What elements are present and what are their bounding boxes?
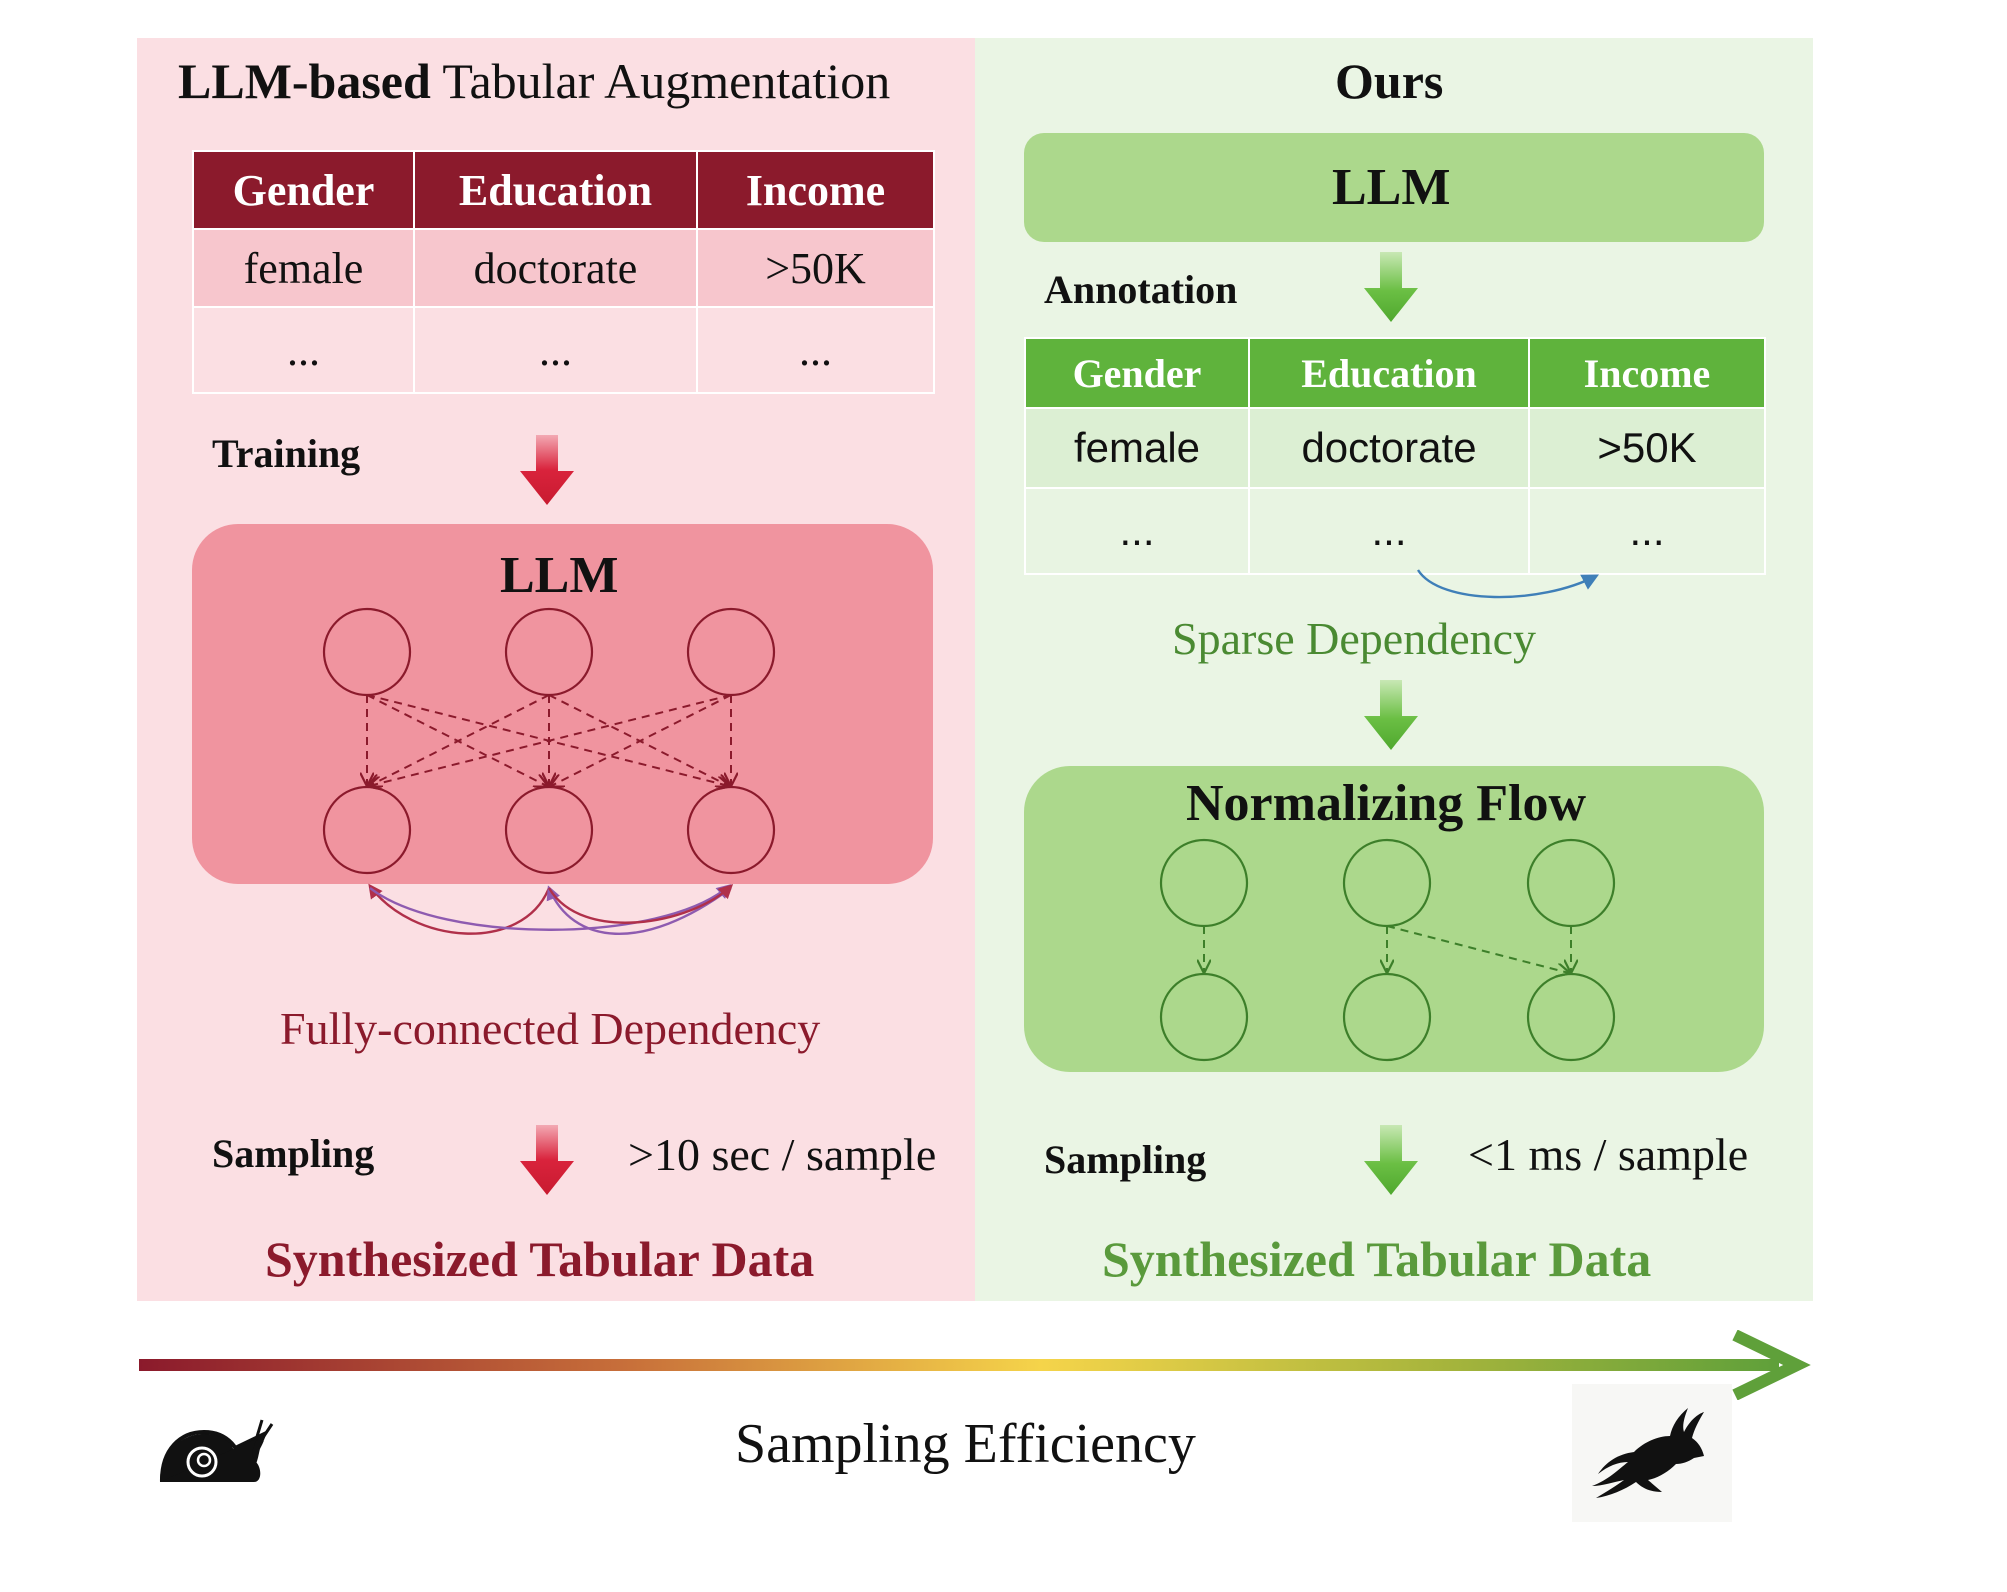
training-arrow-icon [520,435,574,505]
network-node [322,607,412,697]
left-panel-title: LLM-based Tabular Augmentation [178,52,890,110]
cell-income: >50K [696,228,935,308]
network-node [1526,838,1616,928]
network-node [322,785,412,875]
left-sampling-arrow-icon [520,1125,574,1195]
snail-icon [160,1419,274,1482]
annotation-arrow-icon [1364,252,1418,322]
cell-ellipsis: ... [696,306,935,394]
header-gender: Gender [1024,337,1250,409]
right-panel [975,38,1813,1301]
right-sampling-label: Sampling [1044,1137,1207,1182]
right-output-label: Synthesized Tabular Data [1102,1231,1652,1287]
left-llm-label: LLM [500,547,619,604]
left-title-bold: LLM-based [178,53,431,109]
right-speed-label: <1 ms / sample [1468,1129,1749,1180]
fully-connected-dependency-label: Fully-connected Dependency [280,1003,821,1054]
network-node [1342,972,1432,1062]
normalizing-flow-box [1024,766,1764,1072]
header-education: Education [1248,337,1530,409]
right-sampling-arrow-icon [1364,1125,1418,1195]
table-row: ... ... ... [1024,487,1766,575]
cell-ellipsis: ... [192,306,415,394]
network-node [504,607,594,697]
table-row: female doctorate >50K [192,228,935,308]
normalizing-flow-label: Normalizing Flow [1186,775,1587,832]
network-node [1526,972,1616,1062]
header-income: Income [1528,337,1766,409]
right-llm-box [1024,133,1764,242]
cell-ellipsis: ... [1024,487,1250,575]
network-node [1159,838,1249,928]
network-node [686,785,776,875]
cell-ellipsis: ... [1528,487,1766,575]
fully-connected-network [322,607,776,935]
cell-ellipsis: ... [1248,487,1530,575]
network-node [1159,972,1249,1062]
cell-gender: female [192,228,415,308]
right-panel-title: Ours [1335,52,1443,110]
sampling-efficiency-label: Sampling Efficiency [735,1413,1196,1475]
left-sampling-label: Sampling [212,1131,375,1176]
sparse-dependency-arrow [1416,569,1599,599]
cell-gender: female [1024,407,1250,489]
header-gender: Gender [192,150,415,230]
flow-arrow-icon [1364,680,1418,750]
rabbit-icon [1592,1408,1704,1498]
cell-income: >50K [1528,407,1766,489]
left-speed-label: >10 sec / sample [628,1129,937,1180]
header-income: Income [696,150,935,230]
network-node [504,785,594,875]
header-education: Education [413,150,698,230]
training-label: Training [212,431,361,476]
left-llm-box [192,524,933,884]
sparse-dependency-label: Sparse Dependency [1172,613,1537,664]
annotation-label: Annotation [1044,267,1238,312]
table-header-row: Gender Education Income [1024,337,1766,409]
right-data-table: Gender Education Income female doctorate… [1024,337,1766,575]
table-header-row: Gender Education Income [192,150,935,230]
network-node [686,607,776,697]
cell-education: doctorate [413,228,698,308]
left-output-label: Synthesized Tabular Data [265,1231,815,1287]
left-title-rest: Tabular Augmentation [430,53,891,109]
table-row: female doctorate >50K [1024,407,1766,489]
right-llm-label: LLM [1332,159,1451,216]
cell-ellipsis: ... [413,306,698,394]
left-data-table: Gender Education Income female doctorate… [192,150,935,394]
cell-education: doctorate [1248,407,1530,489]
right-title: Ours [1335,53,1444,109]
network-node [1342,838,1432,928]
table-row: ... ... ... [192,306,935,394]
sparse-network [1159,838,1616,1062]
efficiency-arrow [139,1330,1811,1400]
